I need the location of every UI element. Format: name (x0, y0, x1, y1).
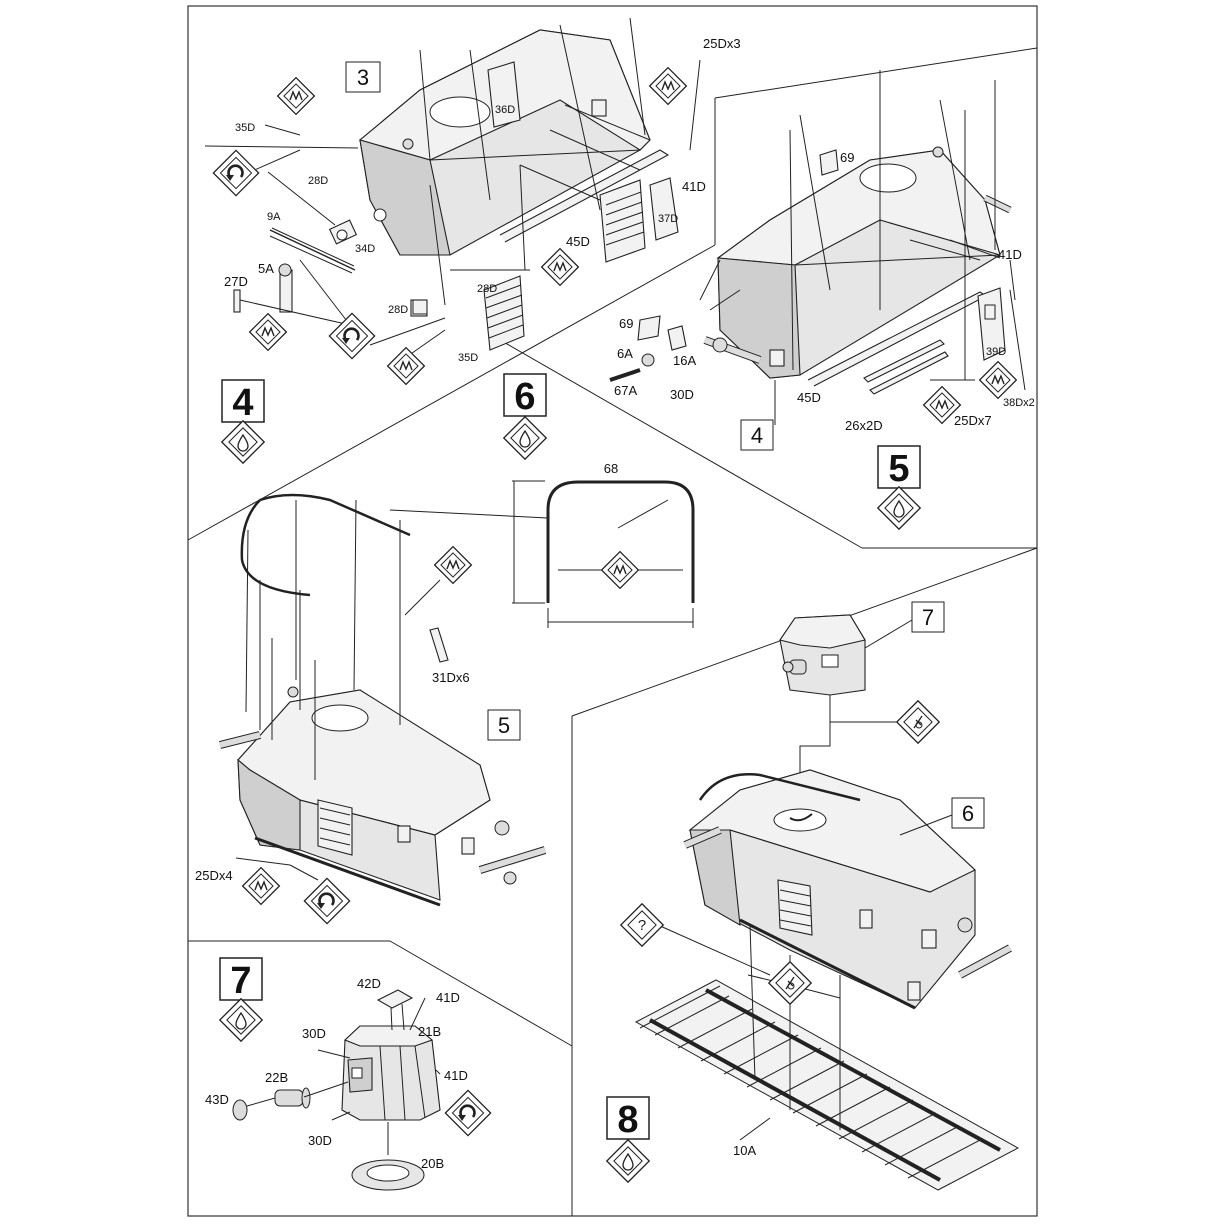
part-28D: 28D (388, 304, 408, 316)
step-8-assembly (634, 614, 1020, 1191)
part-28D: 28D (308, 175, 328, 187)
part-68-label: 68 (604, 461, 618, 476)
assembly-7-box (911, 601, 945, 633)
glue-drop-icon (221, 420, 265, 464)
glue-drop-icon (606, 1139, 650, 1183)
part-37D: 37D (658, 213, 678, 225)
photo-etch-bend-icon (600, 550, 640, 590)
part-30D: 30D (302, 1026, 326, 1041)
part-41D: 41D (444, 1068, 468, 1083)
assembly-6-label: 6 (962, 801, 974, 826)
step-5-box (877, 445, 921, 489)
plastic-cement-icon (768, 961, 812, 1005)
part-34D: 34D (355, 243, 375, 255)
step-6-handrail-template: 68 (512, 461, 695, 628)
part-26x2D: 26x2D (845, 418, 883, 433)
optional-part-icon (620, 903, 664, 947)
step-5-number: 5 (888, 448, 909, 490)
part-10A: 10A (733, 1143, 756, 1158)
part-25Dx4: 25Dx4 (195, 868, 233, 883)
part-6A: 6A (617, 346, 633, 361)
part-41D: 41D (682, 179, 706, 194)
part-39D: 39D (986, 346, 1006, 358)
part-28D: 28D (477, 283, 497, 295)
photo-etch-bend-icon (978, 360, 1018, 400)
part-67A: 67A (614, 383, 637, 398)
part-20B: 20B (421, 1156, 444, 1171)
part-41D: 41D (998, 247, 1022, 262)
part-38Dx2: 38Dx2 (1003, 397, 1035, 409)
assembly-4-box (740, 419, 774, 451)
part-5A: 5A (258, 261, 274, 276)
assembly-4-label: 4 (751, 423, 763, 448)
part-35D: 35D (235, 122, 255, 134)
assembly-5-box (487, 709, 521, 741)
turn-over-icon (212, 149, 260, 197)
step-5-assembly (609, 70, 1026, 425)
step-7-assembly (232, 989, 441, 1191)
glue-drop-icon (503, 416, 547, 460)
plastic-cement-icon (896, 700, 940, 744)
part-43D: 43D (205, 1092, 229, 1107)
part-27D: 27D (224, 274, 248, 289)
part-45D: 45D (797, 390, 821, 405)
step-4-number: 4 (232, 382, 253, 424)
section-dividers (187, 47, 1038, 1216)
turn-over-icon (328, 312, 376, 360)
sheet-frame (187, 5, 1038, 1217)
step-6-box (503, 373, 547, 417)
part-16A: 16A (673, 353, 696, 368)
glue-drop-icon (219, 998, 263, 1042)
turn-over-icon (444, 1089, 492, 1137)
glue-drop-icon (877, 486, 921, 530)
photo-etch-bend-icon (648, 66, 688, 106)
part-31Dx6: 31Dx6 (432, 670, 470, 685)
photo-etch-bend-icon (386, 346, 426, 386)
part-35D: 35D (458, 352, 478, 364)
photo-etch-bend-icon (540, 247, 580, 287)
part-25Dx3: 25Dx3 (703, 36, 741, 51)
assembly-7-label: 7 (922, 605, 934, 630)
assembly-3-box (345, 61, 381, 93)
step-7-box (219, 957, 263, 1001)
assembly-5-label: 5 (498, 713, 510, 738)
photo-etch-bend-icon (276, 76, 316, 116)
part-69: 69 (840, 150, 854, 165)
turn-over-icon (303, 877, 351, 925)
step-8-number: 8 (617, 1099, 638, 1141)
step-6-assembly (219, 493, 549, 907)
part-30D: 30D (670, 387, 694, 402)
part-22B: 22B (265, 1070, 288, 1085)
step-6-number: 6 (514, 376, 535, 418)
photo-etch-bend-icon (248, 312, 288, 352)
part-45D: 45D (566, 234, 590, 249)
part-30D: 30D (308, 1133, 332, 1148)
part-36D: 36D (495, 104, 515, 116)
step-7-number: 7 (230, 960, 251, 1002)
step-4-box (221, 379, 265, 423)
step-8-box (606, 1096, 650, 1140)
assembly-6-box (951, 797, 985, 829)
part-42D: 42D (357, 976, 381, 991)
part-21B: 21B (418, 1024, 441, 1039)
assembly-3-label: 3 (357, 65, 369, 90)
part-69: 69 (619, 316, 633, 331)
step-4-assembly (204, 17, 701, 366)
photo-etch-bend-icon (241, 866, 281, 906)
part-41D: 41D (436, 990, 460, 1005)
part-25Dx7: 25Dx7 (954, 413, 992, 428)
photo-etch-bend-icon (433, 545, 473, 585)
part-9A: 9A (267, 211, 281, 223)
